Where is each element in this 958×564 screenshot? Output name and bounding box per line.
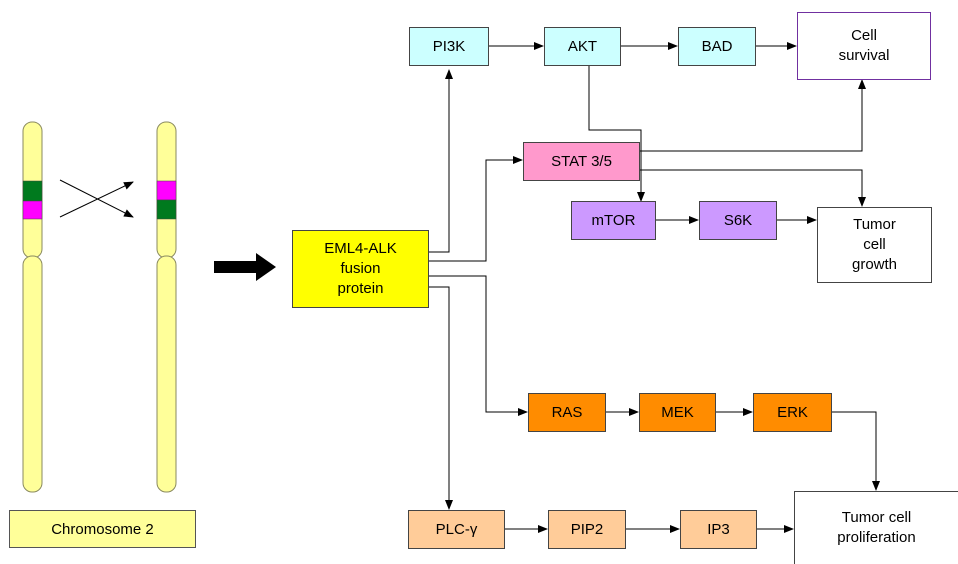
chromosome-label: Chromosome 2 [9,510,196,548]
node-cell-survival-label: Cell survival [838,27,890,64]
band-green [156,199,177,220]
node-stat-label: STAT 3/5 [551,152,612,170]
node-fusion-label: EML4-ALK fusion protein [324,240,397,297]
node-mek-label: MEK [661,403,694,421]
node-bad-label: BAD [701,37,733,55]
node-ras-label: RAS [551,403,583,421]
chromosome-inverted [156,121,177,493]
node-fusion-protein: EML4-ALK fusion protein [292,230,429,308]
connectors [429,42,880,533]
node-tumor-proliferation: Tumor cell proliferation [794,491,958,564]
node-plc-label: PLC-γ [435,520,478,538]
node-stat: STAT 3/5 [523,142,640,181]
block-arrow [214,253,276,281]
node-pip2: PIP2 [548,510,626,549]
node-mtor: mTOR [571,201,656,240]
node-erk-label: ERK [777,403,808,421]
band-magenta [22,200,43,220]
node-ip3: IP3 [680,510,757,549]
node-s6k: S6K [699,201,777,240]
node-pip2-label: PIP2 [570,520,604,538]
node-bad: BAD [678,27,756,66]
node-pi3k-label: PI3K [432,37,466,55]
inversion-arrows [59,179,134,218]
node-erk: ERK [753,393,832,432]
chromosome-normal [22,121,43,493]
node-s6k-label: S6K [723,211,753,229]
chromosome-label-text: Chromosome 2 [51,520,154,538]
node-akt: AKT [544,27,621,66]
node-mtor-label: mTOR [591,211,636,229]
node-plc-gamma: PLC-γ [408,510,505,549]
node-tumor-growth-label: Tumor cell growth [851,216,898,273]
node-tumor-growth: Tumor cell growth [817,207,932,283]
band-magenta [156,180,177,201]
node-tumor-proliferation-label: Tumor cell proliferation [837,509,916,546]
band-green [22,180,43,202]
node-pi3k: PI3K [409,27,489,66]
node-mek: MEK [639,393,716,432]
node-ip3-label: IP3 [707,520,730,538]
node-ras: RAS [528,393,606,432]
node-cell-survival: Cell survival [797,12,931,80]
node-akt-label: AKT [567,37,598,55]
